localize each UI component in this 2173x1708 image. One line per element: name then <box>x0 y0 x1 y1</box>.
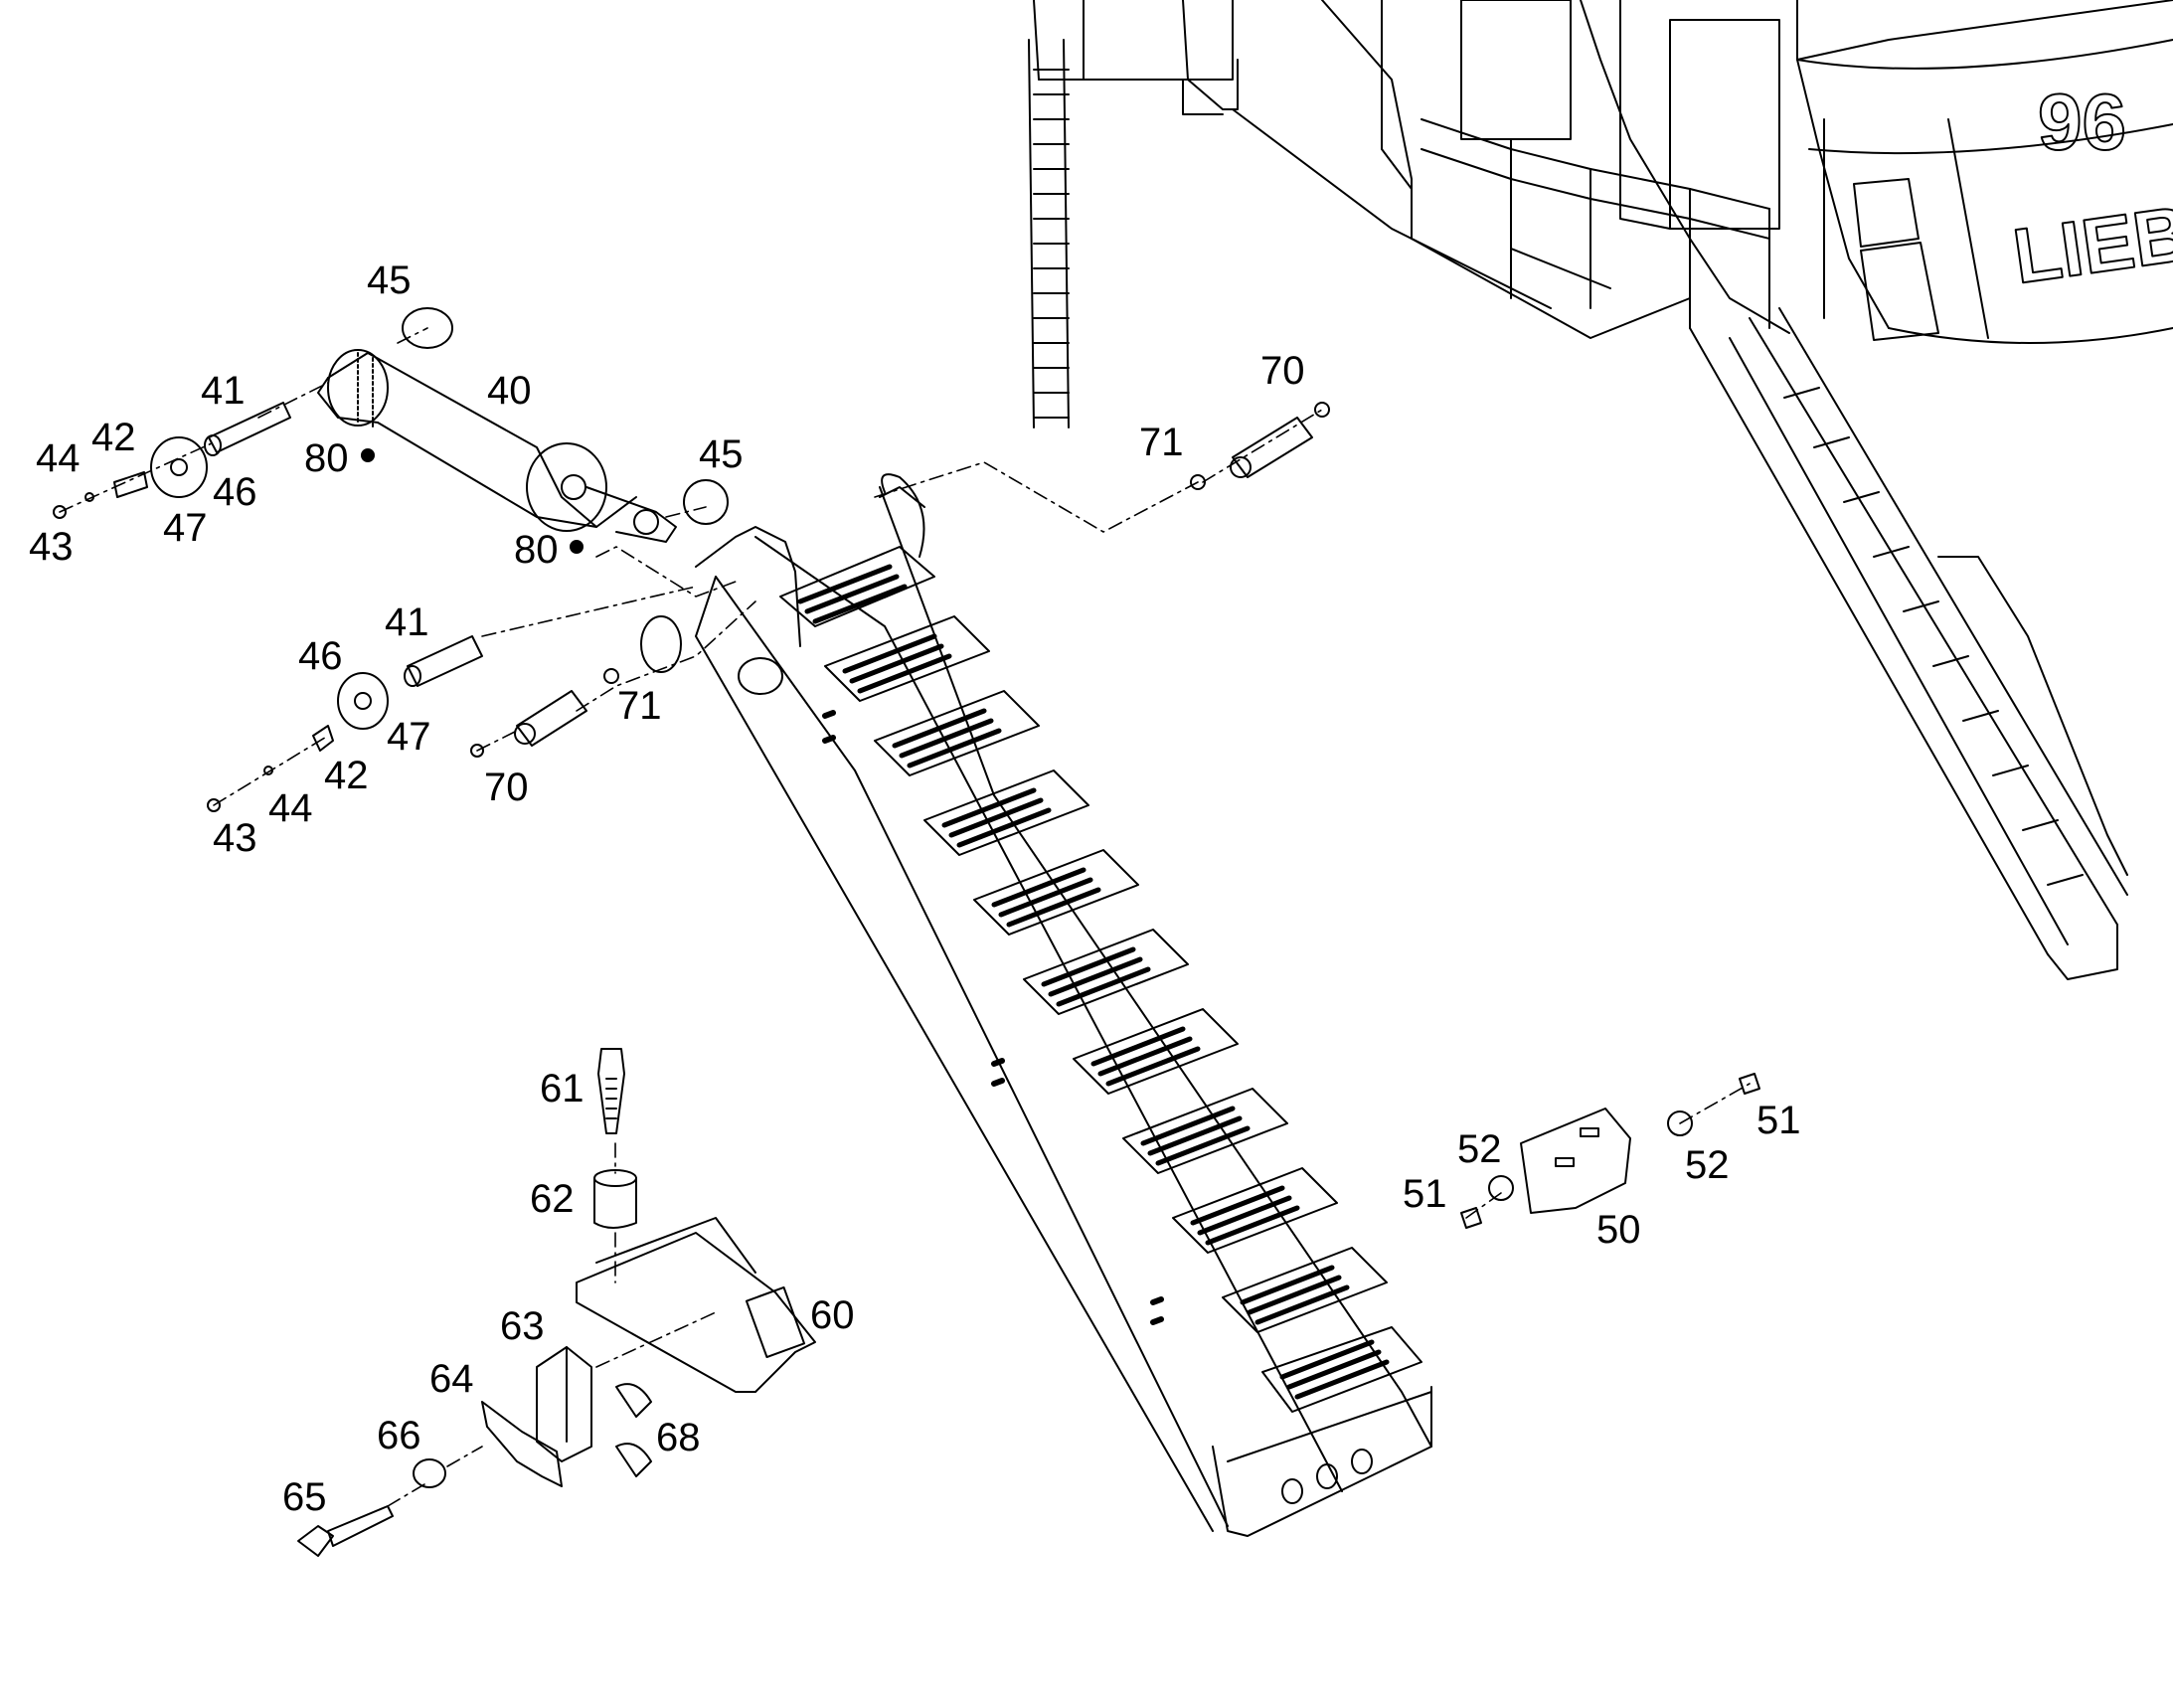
callout-42-lower: 42 <box>324 754 369 797</box>
callout-62: 62 <box>530 1177 575 1221</box>
callout-46-lower: 46 <box>298 634 343 678</box>
bearing-70-upper <box>1230 402 1330 478</box>
plate-42-lower <box>312 725 334 752</box>
installed-staircase <box>1689 307 2128 980</box>
callout-45-lower: 45 <box>699 432 744 476</box>
pin-41-lower <box>404 635 483 687</box>
callout-80-lower: 80 <box>514 528 559 572</box>
plate-42-upper <box>113 471 148 498</box>
bushing-46-upper <box>150 436 208 498</box>
callout-44-lower: 44 <box>268 786 313 830</box>
callout-65: 65 <box>282 1475 327 1519</box>
callout-51-left: 51 <box>1403 1172 1447 1216</box>
callout-51-right: 51 <box>1756 1099 1801 1142</box>
callout-71-lower: 71 <box>617 684 662 728</box>
callout-40: 40 <box>487 369 532 413</box>
hydraulic-cylinder <box>317 349 677 543</box>
callout-66: 66 <box>377 1414 421 1457</box>
callout-70-lower: 70 <box>484 766 529 809</box>
bushing-46-lower <box>337 672 389 730</box>
callout-61: 61 <box>540 1067 585 1110</box>
callout-68: 68 <box>656 1416 701 1459</box>
machine-body: 96 LIEB <box>1028 0 2173 980</box>
callout-44-upper: 44 <box>36 436 81 480</box>
cover-plate-assembly <box>1460 1073 1760 1229</box>
bearing-70-lower <box>470 690 587 758</box>
washer-45-lower <box>640 615 682 673</box>
callout-60: 60 <box>810 1293 855 1337</box>
callout-46-upper: 46 <box>213 470 257 514</box>
screw-43-upper <box>53 505 67 519</box>
callout-41-lower: 41 <box>385 600 429 644</box>
callout-52-right: 52 <box>1685 1143 1730 1187</box>
callout-63: 63 <box>500 1304 545 1348</box>
marker-80-lower <box>570 540 584 554</box>
callout-52-left: 52 <box>1457 1127 1502 1171</box>
callout-80-upper: 80 <box>304 436 349 480</box>
callout-64: 64 <box>429 1357 474 1401</box>
callout-70-upper: 70 <box>1260 349 1305 393</box>
pin-41-upper <box>204 402 291 456</box>
screw-43-lower <box>207 798 221 812</box>
callout-41-upper: 41 <box>201 369 246 413</box>
model-digits: 96 <box>2038 78 2126 166</box>
access-ladder <box>1028 39 1070 428</box>
callout-42-upper: 42 <box>91 416 136 459</box>
stair-treads <box>779 546 1422 1413</box>
bracket-assembly <box>297 1048 816 1557</box>
nut-71-upper <box>1190 474 1206 490</box>
callout-45-upper: 45 <box>367 258 412 302</box>
callout-71-upper: 71 <box>1139 421 1184 464</box>
brand-letters: LIEB <box>2008 189 2173 300</box>
washer-45-upper <box>402 307 453 349</box>
callout-50: 50 <box>1596 1208 1641 1252</box>
callout-43-upper: 43 <box>29 525 74 569</box>
assembly-leader-lines <box>59 327 1751 1507</box>
washer-45-mid <box>683 479 729 525</box>
callout-43-lower: 43 <box>213 816 257 860</box>
staircase-assembly <box>695 473 1432 1537</box>
callout-47-upper: 47 <box>163 506 208 550</box>
nut-71-lower <box>603 668 619 684</box>
callout-47-lower: 47 <box>387 715 431 759</box>
marker-80-upper <box>361 448 375 462</box>
cab-window-lower <box>1860 242 1939 341</box>
cab-window-upper <box>1853 178 1920 248</box>
